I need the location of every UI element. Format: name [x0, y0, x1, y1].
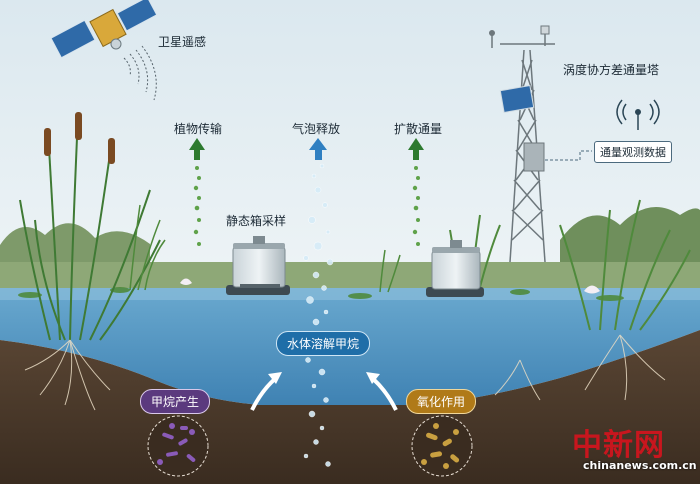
label-production: 甲烷产生: [140, 389, 211, 414]
label-chamber: 静态箱采样: [226, 214, 287, 228]
label-flux-data: 通量观测数据: [594, 141, 672, 163]
plant-roots: [24, 334, 666, 411]
watermark-logo: 中新网: [572, 428, 665, 463]
label-oxidation: 氧化作用: [406, 389, 477, 414]
bubbles: [303, 163, 334, 467]
ebullition-arrow: [309, 138, 327, 160]
label-satellite: 卫星遥感: [158, 35, 207, 49]
satellite-icon: [50, 0, 158, 59]
methanotroph-microbes: [411, 415, 473, 477]
cattail-plants: [19, 114, 161, 341]
label-plant-transport: 植物传输: [174, 122, 223, 136]
signal-waves: [123, 45, 157, 101]
diffusion-arrow: [408, 138, 424, 160]
plant-transport-arrow: [189, 138, 205, 160]
diffusion-dots: [412, 166, 420, 246]
label-diffusion: 扩散通量: [394, 122, 443, 136]
lotus-flower: [180, 278, 600, 294]
wireless-icon: [616, 99, 660, 125]
static-chamber-left: [226, 236, 290, 295]
watermark-site: chinanews.com.cn: [583, 459, 697, 472]
label-ebullition: 气泡释放: [292, 122, 341, 136]
label-dissolved: 水体溶解甲烷: [276, 331, 371, 356]
label-eddy-tower: 涡度协方差通量塔: [563, 63, 660, 77]
methanogen-microbes: [147, 415, 209, 477]
plant-transport-dots: [193, 166, 201, 246]
static-chamber-right: [426, 240, 484, 297]
